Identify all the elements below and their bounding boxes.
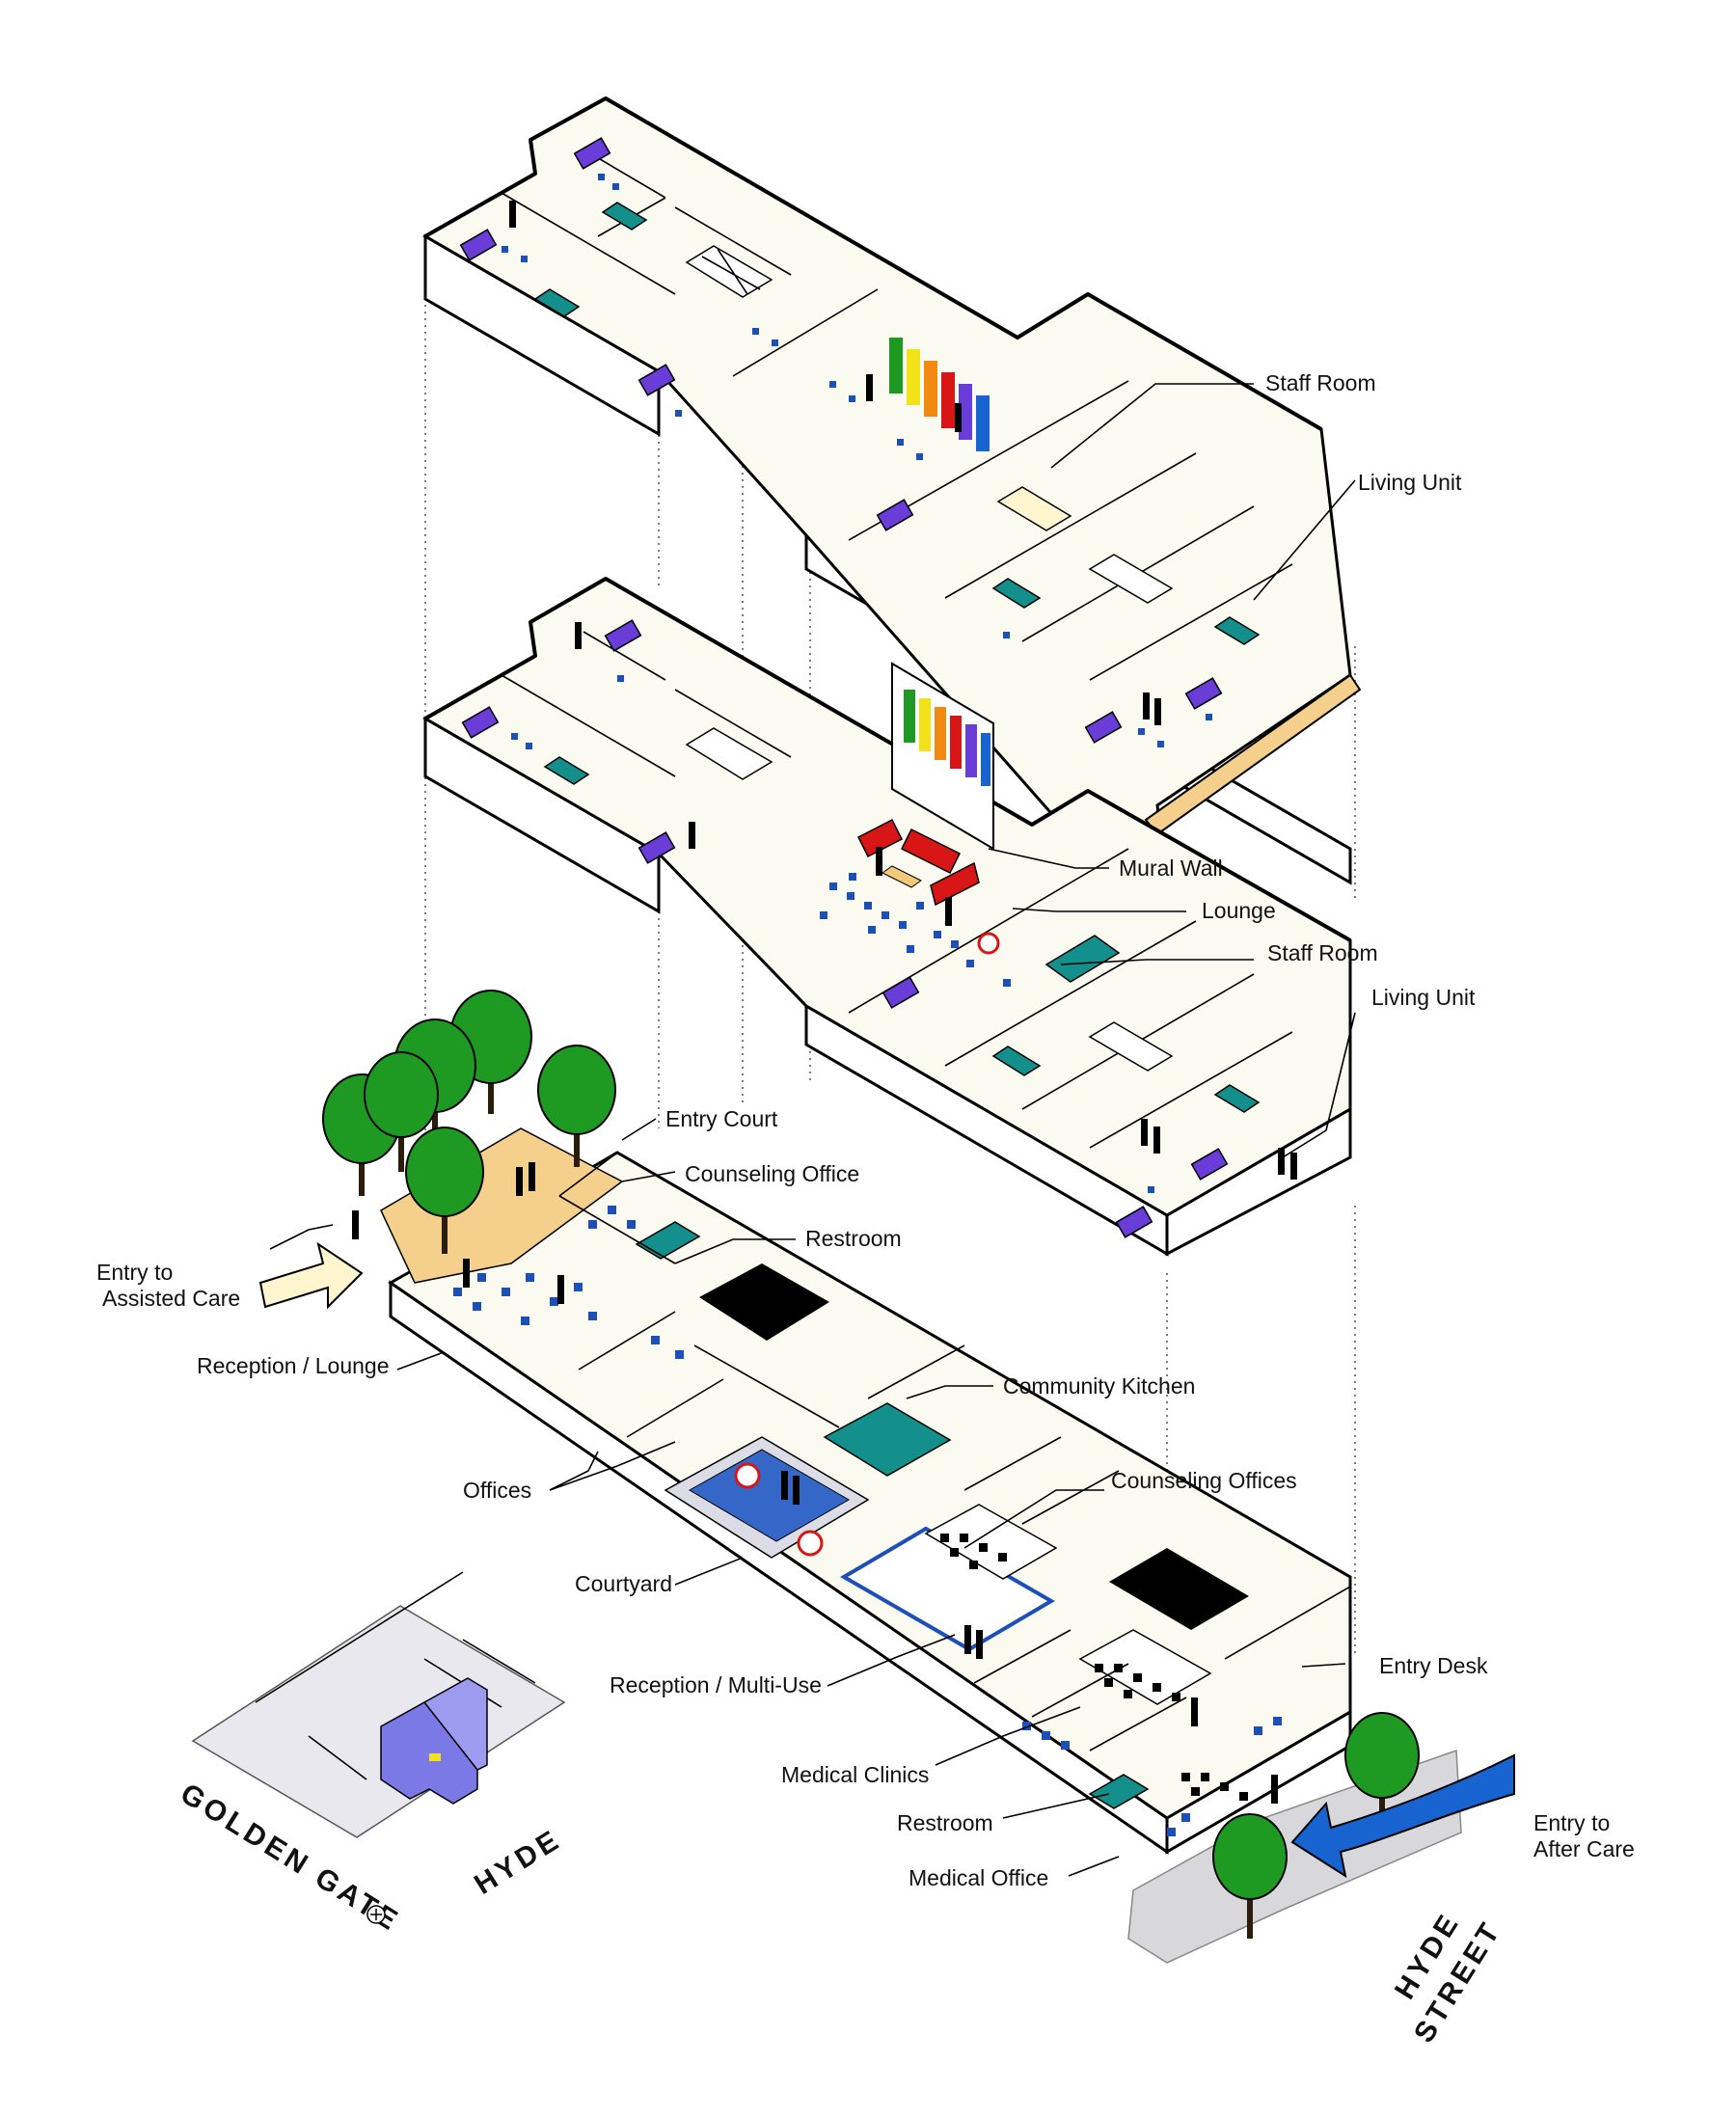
table-icon [797, 1530, 824, 1557]
leader-lines [396, 383, 1356, 1877]
arrow-icon [258, 1241, 364, 1310]
entry-arrow-assisted [258, 1224, 364, 1310]
label-counseling-offices: Counseling Offices [1111, 1468, 1297, 1493]
person-icon [781, 1471, 788, 1500]
person-icon [945, 897, 952, 926]
tree-icon [405, 1127, 484, 1254]
person-icon [866, 374, 873, 401]
person-icon [1153, 1127, 1160, 1154]
label-entry-desk: Entry Desk [1379, 1653, 1488, 1678]
person-icon [1141, 1119, 1148, 1146]
mural-top [889, 338, 990, 451]
mural-wall [891, 662, 994, 851]
person-icon [575, 622, 582, 649]
locator-map: GOLDEN GATE HYDE [175, 1571, 567, 1939]
bed-icon [637, 364, 676, 396]
sofa-icon [856, 818, 980, 907]
label-counseling-office: Counseling Office [685, 1161, 859, 1186]
person-icon [1278, 1148, 1285, 1175]
person-icon [955, 403, 962, 432]
compass-icon [366, 1905, 386, 1924]
tree-icon [1344, 1712, 1420, 1828]
person-icon [976, 1630, 983, 1659]
bed-icon [1115, 1206, 1153, 1238]
person-icon [1154, 698, 1161, 725]
bed-icon [461, 706, 500, 739]
label-living-unit-mid: Living Unit [1371, 985, 1476, 1010]
person-icon [516, 1167, 523, 1196]
map-hyde-label: HYDE [469, 1823, 567, 1901]
label-entry-after-1: Entry to [1533, 1810, 1610, 1835]
bed-icon [604, 619, 642, 652]
person-icon [529, 1162, 535, 1191]
top-floor [421, 96, 1362, 885]
label-reception-multi-use: Reception / Multi-Use [610, 1672, 822, 1697]
bed-icon [876, 499, 914, 531]
label-entry-after-2: After Care [1533, 1836, 1635, 1861]
person-icon [689, 822, 695, 849]
table-icon [977, 932, 1000, 955]
bed-icon [1184, 677, 1223, 710]
person-icon [557, 1275, 564, 1304]
sidewalk [1127, 1749, 1462, 1964]
person-icon [1271, 1775, 1278, 1804]
label-mural-wall: Mural Wall [1119, 855, 1223, 881]
person-icon [1143, 692, 1150, 720]
label-entry-assisted-2: Assisted Care [102, 1286, 240, 1311]
label-living-unit-top: Living Unit [1358, 470, 1462, 495]
label-staff-room-mid: Staff Room [1267, 940, 1378, 965]
label-entry-court: Entry Court [665, 1106, 778, 1131]
label-medical-clinics: Medical Clinics [781, 1762, 929, 1787]
tree-icon [1212, 1813, 1288, 1939]
tree-icon [537, 1045, 616, 1167]
trees [322, 990, 1420, 1939]
label-restroom-lower: Restroom [897, 1810, 993, 1835]
bed-icon [573, 137, 611, 170]
middle-floor [421, 577, 1352, 1257]
person-icon [964, 1625, 971, 1654]
tree-icon [364, 1051, 439, 1172]
label-community-kitchen: Community Kitchen [1003, 1373, 1195, 1398]
stair-icon [685, 245, 1174, 604]
ground-floor [352, 1127, 1462, 1964]
person-icon [463, 1259, 470, 1288]
entry-court [380, 1127, 624, 1284]
person-icon [509, 201, 516, 228]
label-reception-lounge: Reception / Lounge [197, 1353, 390, 1378]
person-icon [1290, 1153, 1297, 1180]
label-restroom-upper: Restroom [805, 1226, 902, 1251]
person-icon [793, 1476, 800, 1505]
bed-icon [1084, 711, 1123, 744]
person-icon [1191, 1697, 1198, 1726]
label-staff-room-top: Staff Room [1265, 370, 1376, 395]
label-courtyard: Courtyard [575, 1571, 672, 1596]
label-offices: Offices [463, 1478, 531, 1503]
entry-arrow-after-care [1290, 1753, 1515, 1879]
arrow-icon [1290, 1753, 1515, 1879]
label-entry-assisted-1: Entry to [96, 1260, 173, 1285]
person-icon [876, 847, 882, 876]
bed-icon [1190, 1148, 1229, 1181]
bed-icon [637, 831, 676, 864]
annotation-labels: Staff Room Living Unit Mural Wall Lounge… [96, 370, 1635, 1890]
person-icon [352, 1210, 359, 1239]
label-lounge: Lounge [1202, 898, 1276, 923]
label-medical-office: Medical Office [909, 1865, 1048, 1890]
table-icon [734, 1462, 761, 1489]
bed-icon [459, 229, 498, 261]
reception-multi-use-floor [840, 1504, 1248, 1801]
bed-icon [882, 976, 920, 1009]
